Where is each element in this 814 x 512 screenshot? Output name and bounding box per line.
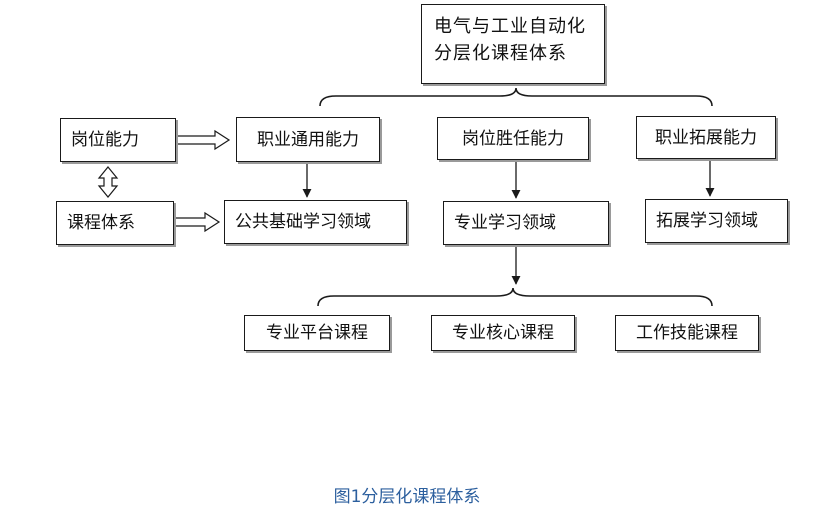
title-line-2: 分层化课程体系	[434, 43, 567, 64]
top-brace	[319, 87, 713, 107]
work-skill-course-box: 工作技能课程	[615, 315, 759, 351]
vocational-general-ability-box: 职业通用能力	[236, 117, 380, 162]
figure-caption: 图1分层化课程体系	[333, 487, 481, 507]
core-course-box: 专业核心课程	[431, 315, 575, 351]
hollow-double-arrow	[97, 166, 119, 198]
title-line-1: 电气与工业自动化	[434, 16, 586, 37]
hollow-arrow-post-ability	[176, 129, 231, 151]
post-competency-ability-box: 岗位胜任能力	[437, 117, 589, 160]
vocational-extension-ability-box: 职业拓展能力	[636, 116, 776, 159]
post-ability-box: 岗位能力	[60, 118, 176, 162]
hollow-arrow-course-system	[174, 211, 221, 233]
bottom-brace	[317, 287, 713, 307]
professional-domain-box: 专业学习领域	[443, 201, 609, 245]
extension-domain-box: 拓展学习领域	[645, 199, 788, 243]
course-system-box: 课程体系	[56, 201, 174, 245]
title-box: 电气与工业自动化 分层化课程体系	[421, 4, 605, 84]
public-foundation-domain-box: 公共基础学习领域	[224, 200, 407, 244]
platform-course-box: 专业平台课程	[244, 315, 390, 351]
